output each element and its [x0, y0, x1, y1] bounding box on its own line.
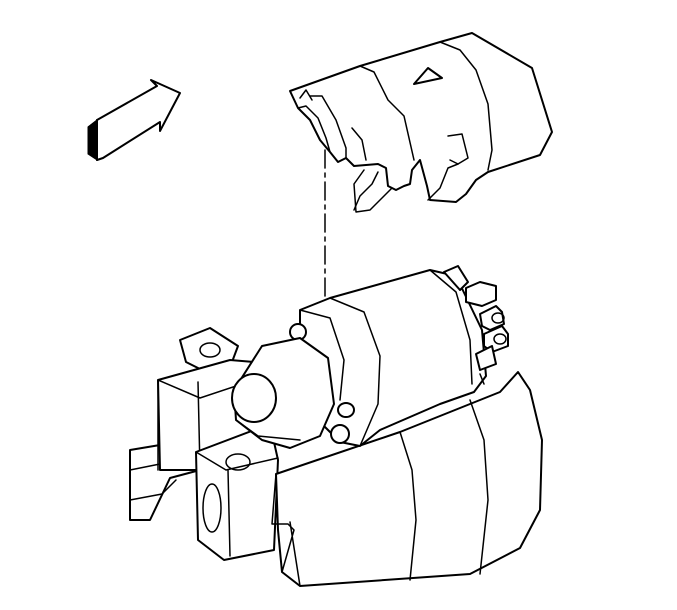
terminal-studs: [465, 281, 509, 385]
heat-shield: [289, 32, 553, 213]
direction-arrow-icon: [87, 79, 181, 161]
starter-motor: [271, 371, 543, 587]
engine-bracket: [129, 327, 279, 561]
solenoid: [231, 265, 487, 449]
